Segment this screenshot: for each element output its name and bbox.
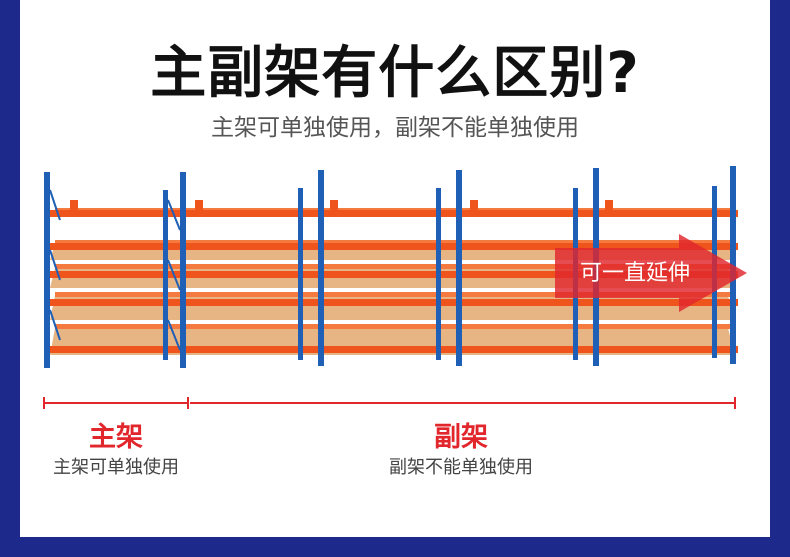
page-subtitle: 主架可单独使用，副架不能单独使用 (211, 115, 579, 141)
extension-arrow-label: 可一直延伸 (579, 261, 690, 286)
main-rack-desc: 主架可单独使用 (53, 457, 179, 478)
sub-rack-label: 副架 (434, 422, 488, 453)
extension-arrow (555, 234, 747, 312)
beam-hooks (70, 200, 613, 214)
sub-rack-desc: 副架不能单独使用 (389, 457, 533, 478)
page-title: 主副架有什么区别? (150, 41, 640, 106)
main-rack-label: 主架 (89, 422, 143, 453)
side-bracing (49, 189, 181, 351)
span-brackets (43, 397, 736, 409)
front-beams (48, 210, 738, 353)
